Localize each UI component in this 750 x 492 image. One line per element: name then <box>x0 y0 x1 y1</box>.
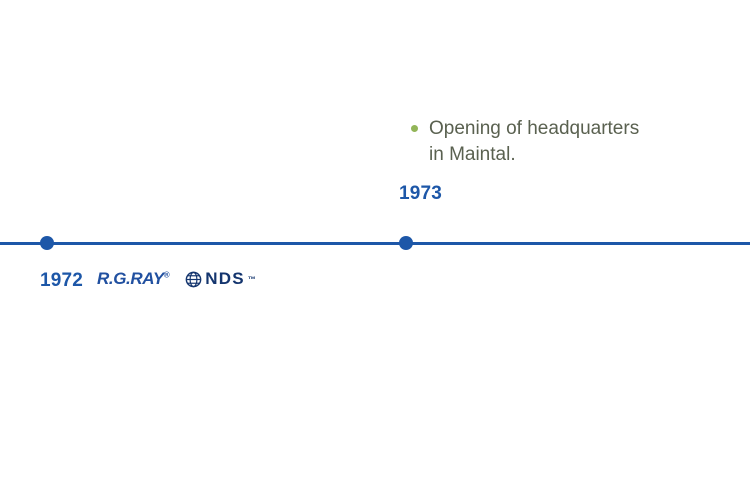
bullet-icon <box>411 125 418 132</box>
globe-icon <box>185 271 202 288</box>
timeline-dot-1972[interactable] <box>40 236 54 250</box>
timeline-dot-1973[interactable] <box>399 236 413 250</box>
rgray-logo-text: R.G.RAY <box>97 269 164 288</box>
nds-logo-text: NDS <box>205 269 245 288</box>
year-label-1972: 1972 <box>40 270 84 291</box>
timeline-line <box>0 242 750 245</box>
year-label-1973: 1973 <box>399 183 443 204</box>
rgray-logo: R.G.RAY® <box>97 269 170 289</box>
trademark-mark: ™ <box>247 274 257 284</box>
event-description: Opening of headquarters in Maintal. <box>429 118 640 165</box>
event-bullet-item: Opening of headquarters in Maintal. <box>411 116 663 168</box>
registered-mark: ® <box>163 270 170 280</box>
